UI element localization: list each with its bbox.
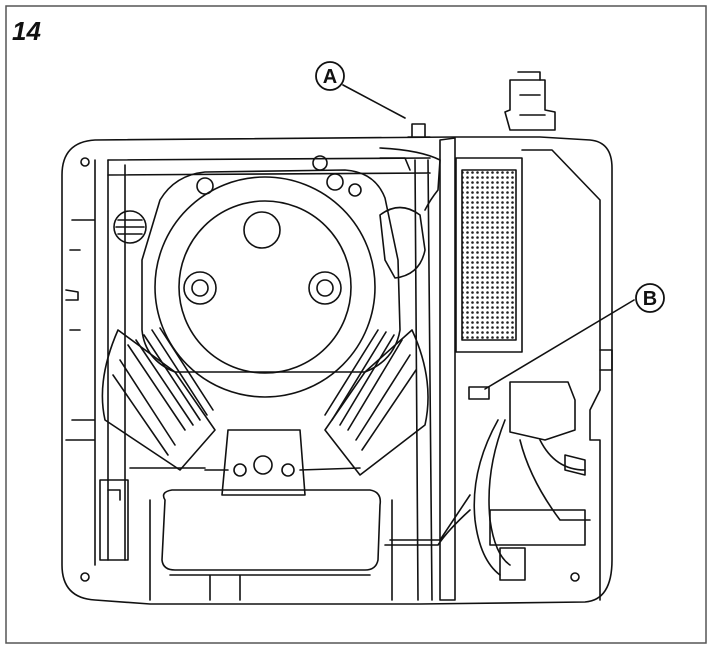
carburetor-linkage (129, 467, 361, 471)
flywheel-right-hole-inner (316, 279, 334, 297)
flywheel-left-hole-inner (191, 279, 209, 297)
shroud-bolt (312, 155, 328, 171)
oil-fill-cap-ridges (115, 219, 145, 235)
figure-frame (5, 5, 707, 644)
right-panel (521, 149, 601, 601)
bottom-right-bracket (489, 509, 586, 581)
mounting-hole (80, 572, 90, 582)
housing-outline (61, 136, 613, 605)
left-frame-rail (65, 159, 126, 566)
carburetor (221, 429, 306, 496)
vent-grille (461, 169, 517, 341)
left-cylinder-head (101, 329, 216, 471)
flywheel-top-hole (243, 211, 281, 249)
callout-b: B (635, 283, 665, 313)
mounting-hole (570, 572, 580, 582)
left-latch (65, 249, 81, 331)
harness-clamp (564, 454, 586, 476)
callout-a: A (315, 61, 345, 91)
callout-a-leader (342, 84, 406, 119)
lower-left-bracket (99, 479, 129, 561)
fan-shroud (141, 169, 401, 373)
muffler-bracket (149, 499, 393, 601)
shroud-bolt (326, 173, 344, 191)
vent-frame (455, 157, 523, 353)
carburetor-port (233, 463, 247, 477)
oil-fill-cap (113, 210, 147, 244)
callout-b-circle (635, 283, 665, 313)
top-connector (504, 79, 556, 131)
flywheel-inner (178, 200, 352, 374)
generator-unit (61, 71, 635, 605)
callout-b-leader (484, 299, 635, 390)
top-connector-detail (517, 71, 546, 116)
callout-a-circle (315, 61, 345, 91)
figure-number: 14 (12, 16, 41, 46)
top-frame-rail (107, 157, 433, 601)
callout-b-letter: B (643, 288, 657, 310)
fuel-line (379, 147, 441, 211)
wiring-harness (384, 419, 591, 576)
callout-a-letter: A (323, 66, 337, 88)
flywheel-right-hole (308, 271, 342, 305)
air-intake-shroud (379, 206, 426, 279)
flywheel-left-hole (183, 271, 217, 305)
shroud-bolt (196, 177, 214, 195)
circuit-breaker (468, 386, 490, 400)
top-fitting (407, 123, 431, 138)
right-cylinder-head (324, 329, 429, 476)
breaker-body (509, 381, 576, 441)
mounting-hole (80, 157, 90, 167)
cylinder-fins-right (324, 329, 417, 451)
carburetor-port (281, 463, 295, 477)
right-latch (599, 349, 613, 371)
shroud-bolt (348, 183, 362, 197)
control-panel (439, 137, 456, 601)
carburetor-port (253, 455, 273, 475)
cylinder-fins-left (112, 327, 214, 456)
muffler (161, 489, 382, 571)
flywheel-outer (154, 176, 376, 398)
